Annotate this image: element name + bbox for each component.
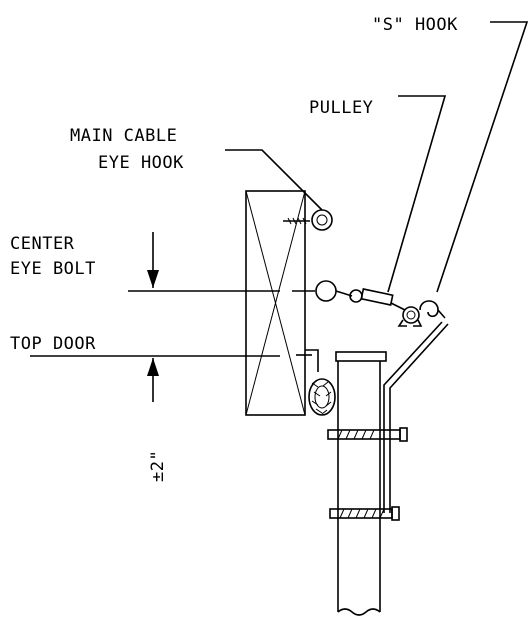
leader-lines bbox=[30, 21, 529, 357]
dimension-label: ±2" bbox=[148, 450, 168, 482]
main-cable-label-line1: MAIN CABLE bbox=[70, 126, 177, 146]
bent-bracket bbox=[383, 321, 449, 513]
latch-coil bbox=[296, 349, 336, 416]
pulley-label: PULLEY bbox=[309, 98, 373, 118]
upper-bolt bbox=[327, 427, 408, 442]
dimension-arrows bbox=[147, 232, 159, 402]
s-hook-leader bbox=[436, 21, 529, 293]
center-eye-bolt-label-line2: EYE BOLT bbox=[10, 259, 96, 279]
s-hook-label: "S" HOOK bbox=[372, 15, 458, 35]
pulley-leader bbox=[387, 95, 447, 293]
main-cable-eye-hook bbox=[283, 209, 333, 231]
pole bbox=[335, 351, 387, 616]
center-eye-bolt-label-line1: CENTER bbox=[10, 234, 75, 254]
top-door-label: TOP DOOR bbox=[10, 334, 96, 354]
lower-bolt bbox=[329, 506, 400, 521]
s-hook bbox=[419, 300, 446, 319]
door-panel bbox=[245, 190, 306, 416]
pulley-assembly bbox=[349, 288, 423, 327]
main-cable-leader bbox=[225, 149, 323, 211]
main-cable-label-line2: EYE HOOK bbox=[98, 153, 184, 173]
center-eye-bolt bbox=[292, 280, 353, 302]
